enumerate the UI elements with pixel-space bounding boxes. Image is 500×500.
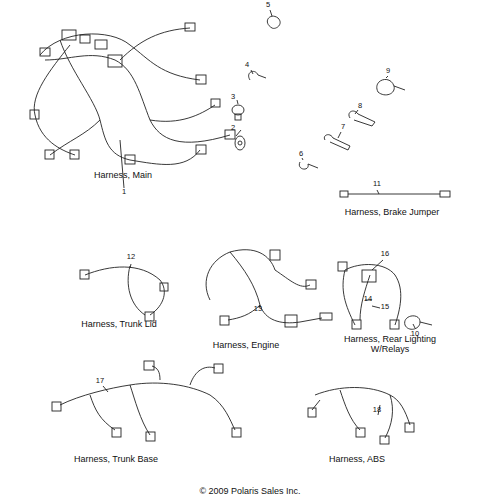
callout-number: 5: [266, 1, 270, 10]
copyright-note: © 2009 Polaris Sales Inc.: [199, 486, 300, 496]
callout-number: 1: [122, 188, 126, 197]
callout-number: 16: [381, 250, 389, 259]
clips: [232, 10, 405, 169]
engine-harness: [206, 250, 332, 327]
callout-number: 8: [358, 102, 362, 111]
harness-caption: Harness, Main: [94, 170, 152, 180]
harness-caption: Harness, Rear Lighting W/Relays: [340, 334, 440, 355]
harness-caption: Harness, Brake Jumper: [345, 207, 440, 217]
rear-lighting-harness: [338, 260, 432, 329]
callout-number: 7: [341, 123, 345, 132]
harness-caption: Harness, Trunk Base: [74, 454, 158, 464]
callout-number: 3: [231, 93, 235, 102]
trunk-base-harness: [52, 361, 241, 441]
callout-number: 6: [299, 150, 303, 159]
trunk-lid-harness: [80, 264, 168, 321]
callout-number: 12: [127, 253, 135, 262]
main-harness: [30, 23, 235, 188]
callout-number: 14: [364, 295, 372, 304]
harness-caption: Harness, ABS: [329, 454, 385, 464]
callout-number: 11: [373, 180, 381, 189]
callout-number: 15: [381, 303, 389, 312]
callout-number: 4: [245, 61, 249, 70]
callout-number: 18: [373, 406, 381, 415]
callout-number: 17: [96, 377, 104, 386]
harness-caption: Harness, Trunk Lid: [81, 319, 157, 329]
callout-number: 2: [231, 124, 235, 133]
callout-number: 9: [386, 67, 390, 76]
brake-jumper: [340, 190, 450, 197]
callout-number: 13: [254, 305, 262, 314]
abs-harness: [308, 388, 414, 445]
harness-caption: Harness, Engine: [213, 340, 280, 350]
